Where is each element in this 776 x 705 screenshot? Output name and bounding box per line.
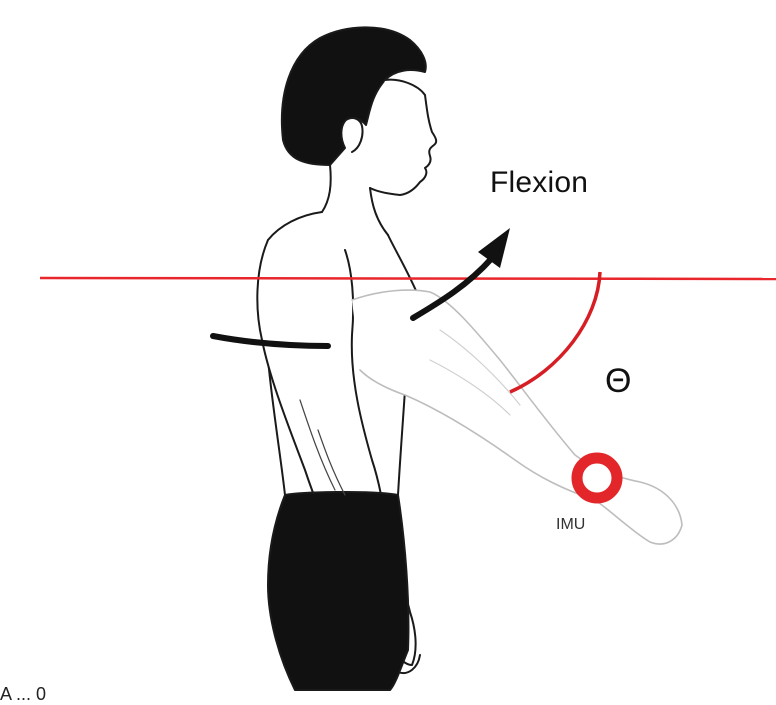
ear <box>345 117 364 153</box>
arrow-head <box>478 228 510 268</box>
imu-label: IMU <box>556 516 586 533</box>
extended-arm <box>351 289 683 545</box>
shorts <box>267 490 410 691</box>
rotation-band <box>210 333 331 349</box>
face <box>369 78 438 196</box>
arm-detail <box>429 329 521 416</box>
caption-partial: A ... 0 <box>0 684 47 704</box>
angle-label: Θ <box>605 362 632 400</box>
reference-line <box>39 276 776 281</box>
imu-sensor-ring-icon <box>571 452 623 504</box>
flexion-label: Flexion <box>490 166 589 199</box>
hair <box>280 26 427 166</box>
neck <box>321 164 389 236</box>
near-arm-detail <box>299 399 346 496</box>
human-figure <box>256 26 683 691</box>
angle-arc <box>509 271 602 394</box>
curved-arrow-icon <box>410 255 495 321</box>
